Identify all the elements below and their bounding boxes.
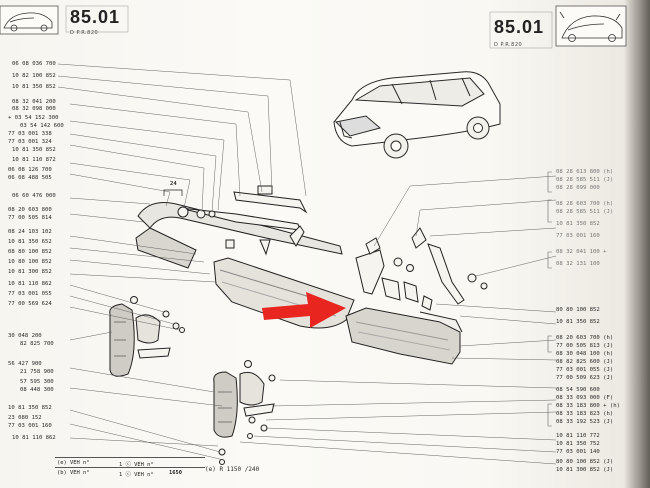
right-part-number: 77 03 001 160: [556, 233, 600, 239]
right-part-number: 08 33 093 000 (F): [556, 395, 614, 401]
right-part-number: 08 32 041 100 +: [556, 249, 607, 255]
right-column-braces: [547, 171, 552, 427]
left-part-number: 06 08 126 700: [8, 167, 52, 173]
right-leader-lines: [239, 175, 557, 465]
right-page-major: 85: [494, 17, 517, 37]
left-page-major: 85: [70, 7, 93, 27]
left-leader-lines: [57, 63, 307, 461]
left-part-number: 77 00 569 624: [8, 301, 52, 307]
left-part-number: 10 81 350 852: [8, 405, 52, 411]
left-lamps: [109, 296, 185, 377]
right-part-number: 77 00 505 813 (J): [556, 343, 614, 349]
right-part-number: 80 80 100 852: [556, 307, 600, 313]
left-part-number: 77 03 001 338: [8, 131, 52, 137]
right-part-number: 08 33 192 523 (J): [556, 419, 614, 425]
right-part-number: 80 80 100 852 (J): [556, 459, 614, 465]
footer-strip-1-prefix: (e) VEH n°: [57, 460, 90, 466]
left-part-number: 08 448 300: [20, 387, 54, 393]
lower-lamps: [213, 360, 276, 465]
car-illustration: [333, 71, 501, 159]
right-part-number: 08 28 603 700 (h): [556, 201, 614, 207]
left-part-number: 10 81 350 852: [12, 147, 56, 153]
right-header-box: [489, 11, 553, 49]
left-part-number: 08 80 100 852: [8, 249, 52, 255]
right-part-number: 10 81 350 852: [556, 221, 600, 227]
page-binding-shadow: [624, 0, 650, 488]
footer-strip-2: (b) VEH n° 1 ⓒ VEH n° 1650: [55, 467, 205, 478]
left-part-number: 77 03 001 324: [8, 139, 52, 145]
left-part-number: 77 03 001 160: [8, 423, 52, 429]
right-part-number: 10 81 300 852 (J): [556, 467, 614, 473]
footer-strip-2-mid: 1 ⓒ VEH n°: [119, 472, 154, 478]
left-thumbnail: [0, 5, 59, 35]
right-page-caption: D P.R.820: [494, 42, 523, 48]
left-part-number: 10 81 350 652: [8, 239, 52, 245]
left-part-number: 10 81 300 852: [8, 269, 52, 275]
left-part-number: 56 427 900: [8, 361, 42, 367]
callout-number: 24: [170, 181, 177, 187]
left-page-number: 85.01: [70, 7, 120, 28]
right-bumper-end: [345, 307, 463, 365]
right-part-number: 77 03 001 140: [556, 449, 600, 455]
left-part-number: 08 24 103 102: [8, 229, 52, 235]
left-page-caption: D P.R.820: [70, 30, 99, 36]
left-part-number: 82 825 700: [20, 341, 54, 347]
footer-model: (e) R 1150 /240: [205, 466, 260, 473]
left-part-number: 77 03 001 055: [8, 291, 52, 297]
right-part-number: 08 28 585 511 (J): [556, 209, 614, 215]
left-header-box: [65, 5, 129, 33]
left-part-number: 10 80 100 852: [8, 259, 52, 265]
left-part-number: 10 81 110 862: [12, 435, 56, 441]
left-part-number: 57 595 300: [20, 379, 54, 385]
right-part-number: 10 81 110 772: [556, 433, 600, 439]
left-part-number: 10 82 100 852: [12, 73, 56, 79]
left-part-number: 10 81 350 852: [12, 84, 56, 90]
left-part-number: 10 81 110 872: [12, 157, 56, 163]
right-page-number: 85.01: [494, 17, 544, 38]
left-part-number: 06 60 476 000: [12, 193, 56, 199]
right-thumbnail: [555, 5, 627, 47]
left-part-number: 23 080 152: [8, 415, 42, 421]
left-part-number: 30 048 200: [8, 333, 42, 339]
right-part-number: 08 28 585 511 (J): [556, 177, 614, 183]
left-part-number: 03 54 142 600: [20, 123, 64, 129]
footer-strip-2-prefix: (b) VEH n°: [57, 470, 90, 476]
footer-strip-1: (e) VEH n° 1 ⓒ VEH n°: [55, 457, 205, 468]
right-part-number: 08 28 099 000: [556, 185, 600, 191]
right-page-minor: .01: [516, 17, 545, 37]
left-page-minor: .01: [92, 7, 121, 27]
right-part-number: 08 82 825 600 (J): [556, 359, 614, 365]
left-part-number: 06 08 036 700: [12, 61, 56, 67]
right-part-number: 08 28 613 800 (h): [556, 169, 614, 175]
left-part-number: + 03 54 152 300: [8, 115, 59, 121]
right-bumper-brackets: [355, 227, 488, 311]
right-part-number: 77 00 509 623 (J): [556, 375, 614, 381]
left-part-number: 06 08 488 505: [8, 175, 52, 181]
left-part-number: 08 32 041 200: [12, 99, 56, 105]
right-part-number: 10 81 350 752: [556, 441, 600, 447]
right-part-number: 08 33 183 823 (h): [556, 411, 614, 417]
left-part-number: 21 758 900: [20, 369, 54, 375]
right-part-number: 08 30 048 100 (h): [556, 351, 614, 357]
right-part-number: 77 03 001 055 (J): [556, 367, 614, 373]
left-part-number: 10 81 110 862: [8, 281, 52, 287]
footer-strip-1-mid: 1 ⓒ VEH n°: [119, 462, 154, 468]
right-part-number: 08 32 131 100: [556, 261, 600, 267]
right-part-number: 08 54 590 600: [556, 387, 600, 393]
right-part-number: 08 33 183 800 + (h): [556, 403, 620, 409]
highlight-arrow: [262, 292, 346, 328]
right-part-number: 08 20 603 700 (h): [556, 335, 614, 341]
left-part-number: 08 20 603 800: [8, 207, 52, 213]
left-bumper-brackets: [135, 185, 343, 269]
left-part-number: 77 00 505 814: [8, 215, 52, 221]
footer-strip-2-end: 1650: [169, 470, 182, 476]
left-part-number: 08 32 098 000: [12, 106, 56, 112]
callout-bracket: [163, 189, 183, 196]
right-part-number: 10 81 350 852: [556, 319, 600, 325]
